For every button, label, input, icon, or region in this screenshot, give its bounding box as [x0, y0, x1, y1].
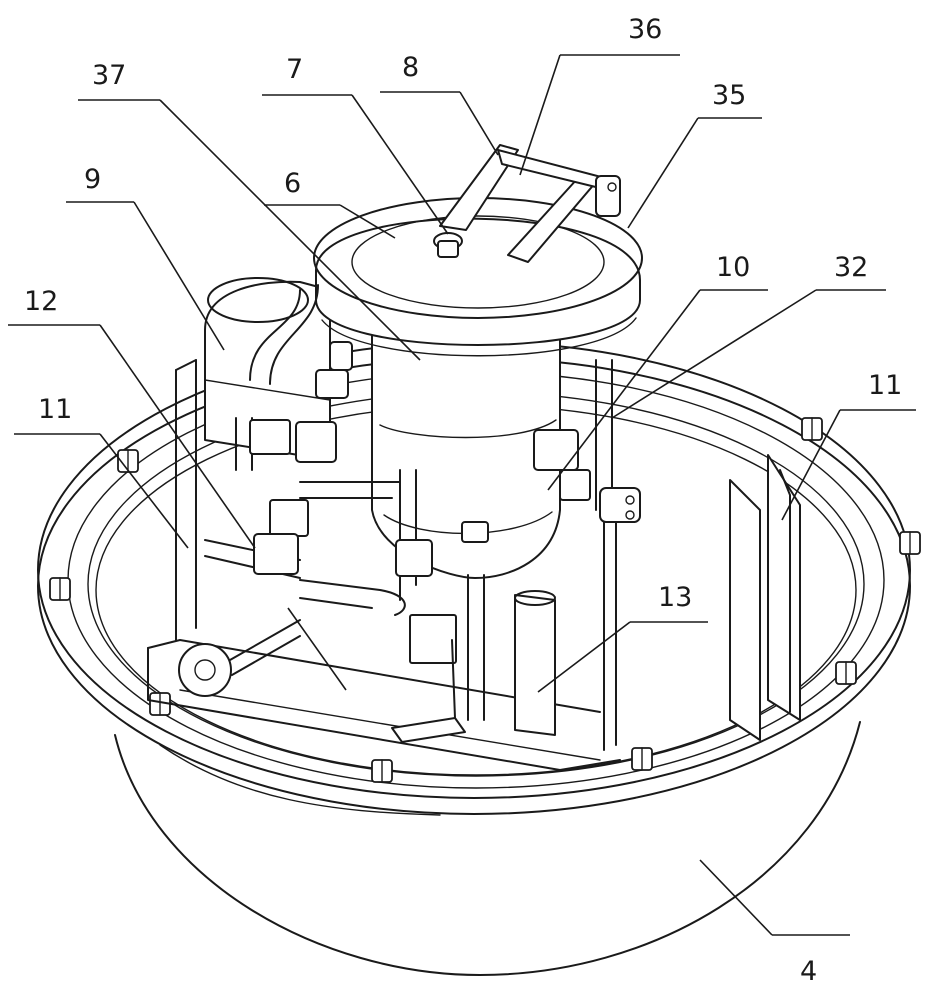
solenoid-valve: [533, 429, 591, 501]
label-8: 8: [402, 52, 419, 83]
hand-wheel: [178, 619, 301, 697]
bolt: [899, 531, 921, 555]
valve-body: [253, 499, 309, 575]
bracket-plate: [391, 639, 466, 743]
support-column: [514, 590, 556, 736]
hemispherical-bowl: [114, 721, 861, 976]
check-valve: [599, 487, 641, 523]
label-10: 10: [716, 252, 750, 283]
lid-valve: [433, 232, 463, 258]
piping: [204, 284, 617, 751]
valve-body: [395, 539, 433, 577]
label-12: 12: [24, 286, 58, 317]
bolt: [835, 661, 857, 685]
nozzle: [461, 521, 489, 543]
base-frame: [147, 359, 621, 771]
left-tank: [204, 277, 331, 461]
right-fins: [729, 454, 801, 741]
label-35: 35: [712, 80, 746, 111]
label-37: 37: [92, 60, 126, 91]
lid-fitting: [315, 341, 353, 399]
leader-lines: [8, 54, 916, 936]
label-32: 32: [834, 252, 868, 283]
bolt: [49, 577, 71, 601]
flange-bolts: [49, 417, 921, 783]
label-13: 13: [658, 582, 692, 613]
bolt: [371, 759, 393, 783]
label-7: 7: [286, 54, 303, 85]
label-6: 6: [284, 168, 301, 199]
label-11-left: 11: [38, 394, 72, 425]
bolt: [117, 449, 139, 473]
reference-numerals: 36 7 8 37 35 6 9 10 32 12 11 11 13 4: [24, 14, 902, 987]
label-4: 4: [800, 956, 817, 987]
label-36: 36: [628, 14, 662, 45]
label-11-right: 11: [868, 370, 902, 401]
electric-box: [409, 614, 457, 664]
tank-lid: [313, 197, 643, 357]
bolt: [631, 747, 653, 771]
solenoid-valve: [249, 419, 337, 463]
bolt: [801, 417, 823, 441]
valves: [249, 341, 641, 664]
label-9: 9: [84, 164, 101, 195]
